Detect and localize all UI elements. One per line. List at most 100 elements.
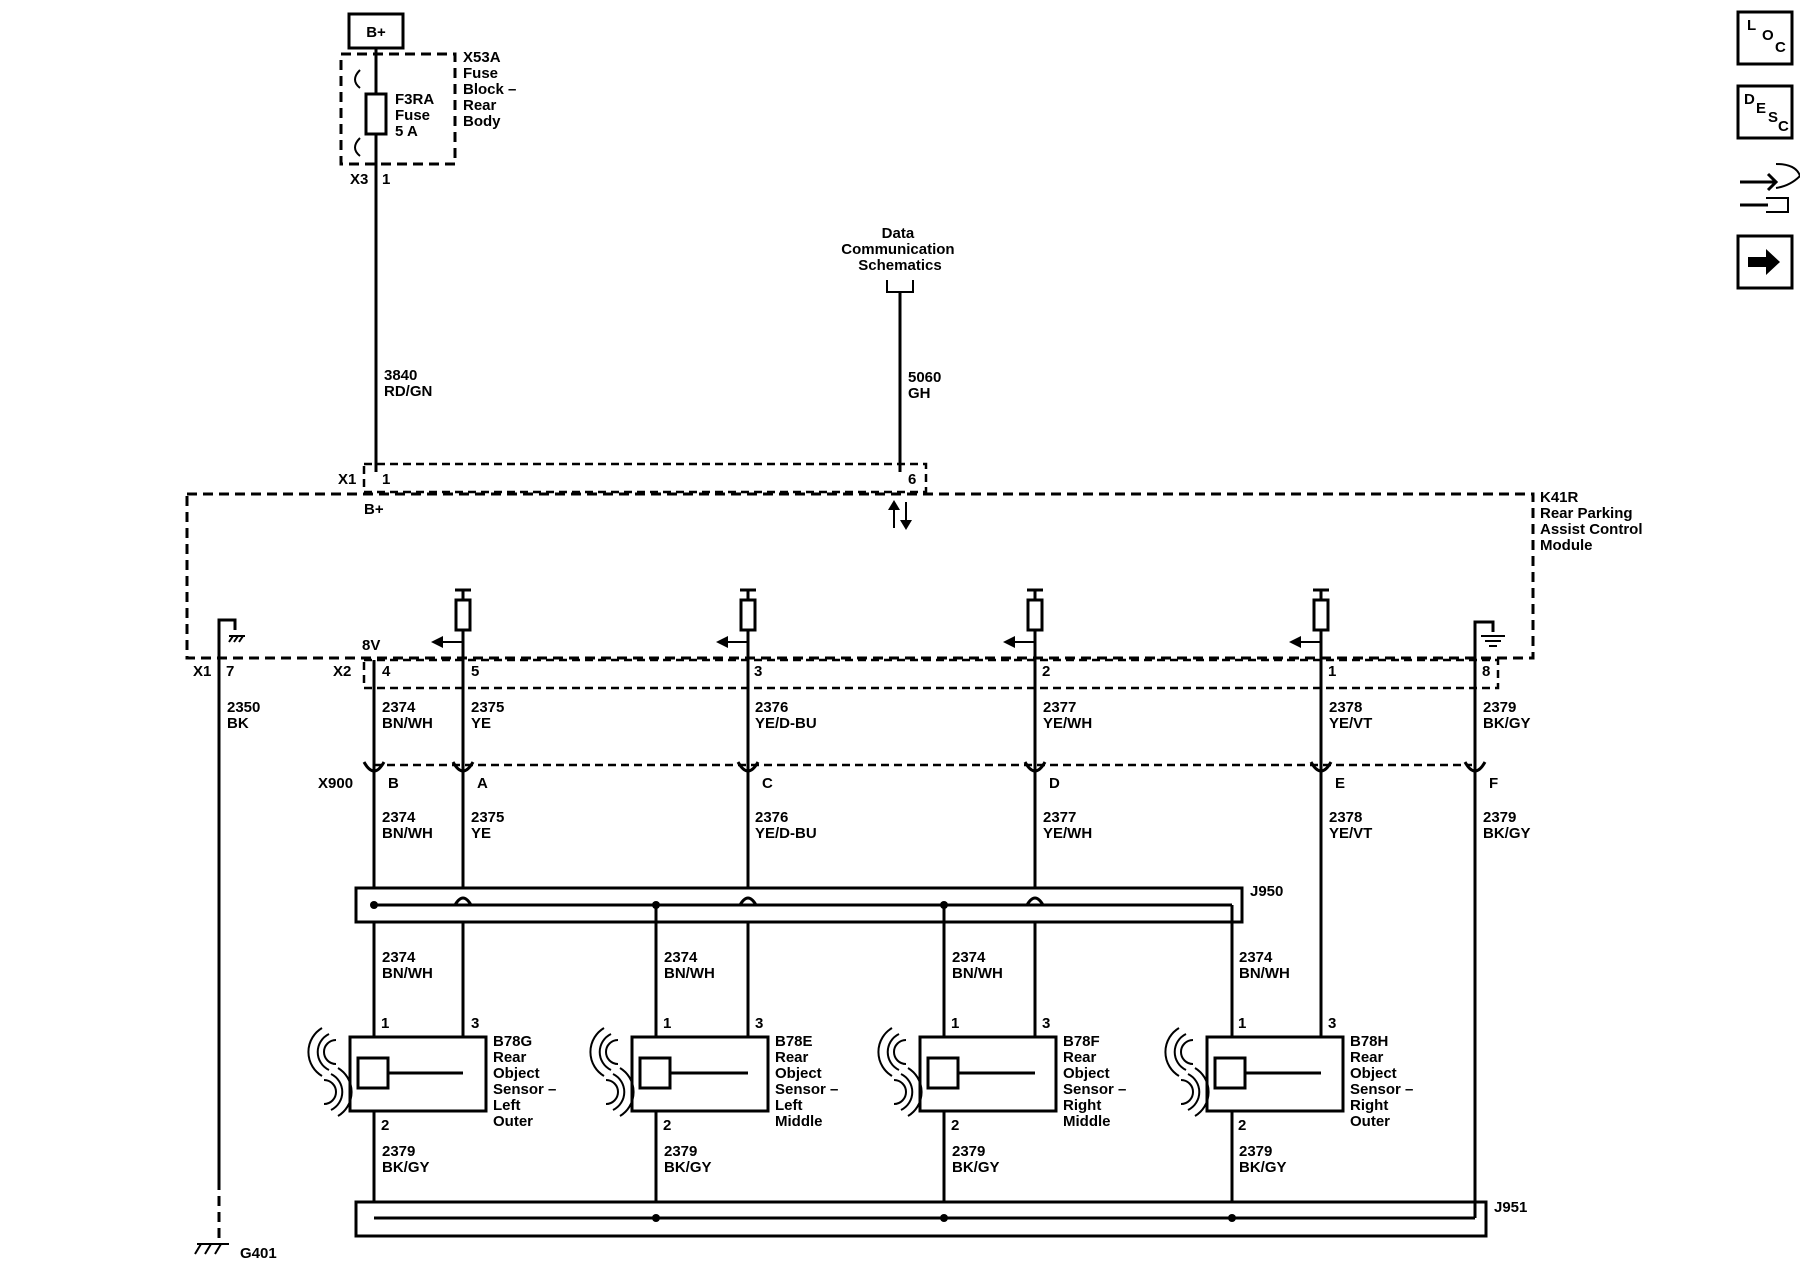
x2-connector-outline xyxy=(362,658,1500,690)
voltage-label: 8V xyxy=(362,637,380,654)
signal-ground-icon xyxy=(1473,620,1505,1185)
chassis-ground-icon xyxy=(217,618,245,1180)
ultrasonic-wave-icon xyxy=(589,1027,635,1117)
svg-text:1: 1 xyxy=(663,1015,671,1032)
svg-text:E: E xyxy=(1335,775,1345,792)
g401-label: G401 xyxy=(240,1245,277,1262)
wire-5060-label: 5060 GH xyxy=(908,369,946,402)
x1-pin-1: 1 xyxy=(382,471,390,488)
ground-g401: G401 xyxy=(194,1180,277,1262)
b-plus-pin-label: B+ xyxy=(364,501,384,518)
svg-text:3: 3 xyxy=(1328,1015,1336,1032)
loc-button[interactable]: L O C xyxy=(1736,10,1794,66)
j950-label: J950 xyxy=(1250,883,1283,900)
x3-pin-1: 1 xyxy=(382,171,390,188)
svg-text:C: C xyxy=(762,775,773,792)
x2-pin-2: 2 xyxy=(1042,663,1050,680)
fuse-block-outline xyxy=(339,52,457,166)
svg-text:1: 1 xyxy=(381,1015,389,1032)
desc-button[interactable]: D E S C xyxy=(1736,84,1794,140)
x1-pin-7: 7 xyxy=(226,663,234,680)
svg-text:3: 3 xyxy=(755,1015,763,1032)
next-arrow-icon xyxy=(1748,249,1780,275)
ultrasonic-wave-icon xyxy=(877,1027,923,1117)
data-comm-bracket xyxy=(886,280,914,293)
j951-label: J951 xyxy=(1494,1199,1527,1216)
svg-text:3: 3 xyxy=(471,1015,479,1032)
svg-text:2: 2 xyxy=(663,1117,671,1134)
data-comm-label: Data Communication Schematics xyxy=(841,225,959,274)
splice-j950: J950 xyxy=(354,883,1283,1040)
control-module: X1 1 6 B+ K41R Rear Parking Assist Contr… xyxy=(185,462,1643,1185)
svg-text:A: A xyxy=(477,775,488,792)
data-communication: Data Communication Schematics 5060 GH xyxy=(841,225,959,472)
svg-text:1: 1 xyxy=(1238,1015,1246,1032)
svg-text:F: F xyxy=(1489,775,1498,792)
x1-connector-label-2: X1 xyxy=(193,663,211,680)
ultrasonic-wave-icon xyxy=(307,1027,353,1117)
x1-connector-outline xyxy=(362,462,928,494)
x2-pin-1: 1 xyxy=(1328,663,1336,680)
fuse-icon xyxy=(364,92,388,136)
svg-text:1: 1 xyxy=(951,1015,959,1032)
loc-button-icon: L O C xyxy=(1747,17,1786,56)
power-feed: B+ X53A Fuse Block – Rear Body F3RA Fuse… xyxy=(339,12,521,472)
connector-wrench-button[interactable] xyxy=(1740,163,1800,213)
next-button[interactable] xyxy=(1736,234,1794,290)
x2-pin-4: 4 xyxy=(382,663,391,680)
x3-connector-label: X3 xyxy=(350,171,368,188)
svg-text:B: B xyxy=(388,775,399,792)
svg-text:2: 2 xyxy=(381,1117,389,1134)
x2-connector-label: X2 xyxy=(333,663,351,680)
ground-symbol-icon xyxy=(194,1243,229,1255)
x900-label: X900 xyxy=(318,775,353,792)
fuse-block-name: X53A Fuse Block – Rear Body xyxy=(463,49,521,130)
b-plus-label: B+ xyxy=(366,24,386,41)
ultrasonic-wave-icon xyxy=(1164,1027,1210,1117)
bidirectional-arrow-icon xyxy=(888,500,912,530)
module-outline xyxy=(185,492,1535,660)
svg-text:2: 2 xyxy=(951,1117,959,1134)
pullup-resistor-icon xyxy=(431,588,1330,1040)
x2-pin-8: 8 xyxy=(1482,663,1490,680)
desc-button-icon: D E S C xyxy=(1744,91,1789,135)
svg-text:3: 3 xyxy=(1042,1015,1050,1032)
connector-wrench-icon xyxy=(1740,163,1800,213)
x900-connector: X900 B A C D E F xyxy=(318,761,1498,792)
fuse-name: F3RA Fuse 5 A xyxy=(395,91,438,140)
wire-3840-label: 3840 RD/GN xyxy=(384,367,432,400)
x1-connector-label: X1 xyxy=(338,471,356,488)
svg-text:2: 2 xyxy=(1238,1117,1246,1134)
x2-pin-3: 3 xyxy=(754,663,762,680)
x2-pin-5: 5 xyxy=(471,663,479,680)
x1-pin-6: 6 xyxy=(908,471,916,488)
